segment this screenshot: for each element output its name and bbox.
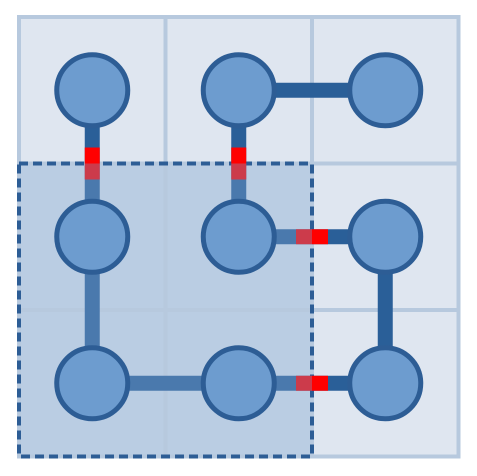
cut-marker (84, 147, 100, 164)
selected-region-outline (17, 161, 314, 459)
graph-node (54, 198, 131, 275)
graph-node (200, 198, 277, 275)
graph-node (200, 52, 277, 129)
graph-node (54, 52, 131, 129)
graph-node (200, 345, 277, 422)
graph-node (54, 345, 131, 422)
graph-node (347, 198, 424, 275)
cut-marker (296, 229, 312, 245)
cut-marker (312, 375, 328, 391)
cut-marker (84, 163, 100, 180)
graph-node (347, 52, 424, 129)
cut-marker (296, 375, 312, 391)
cut-marker (312, 229, 328, 245)
cut-marker (231, 147, 247, 164)
cut-marker (231, 163, 247, 180)
graph-node (347, 345, 424, 422)
